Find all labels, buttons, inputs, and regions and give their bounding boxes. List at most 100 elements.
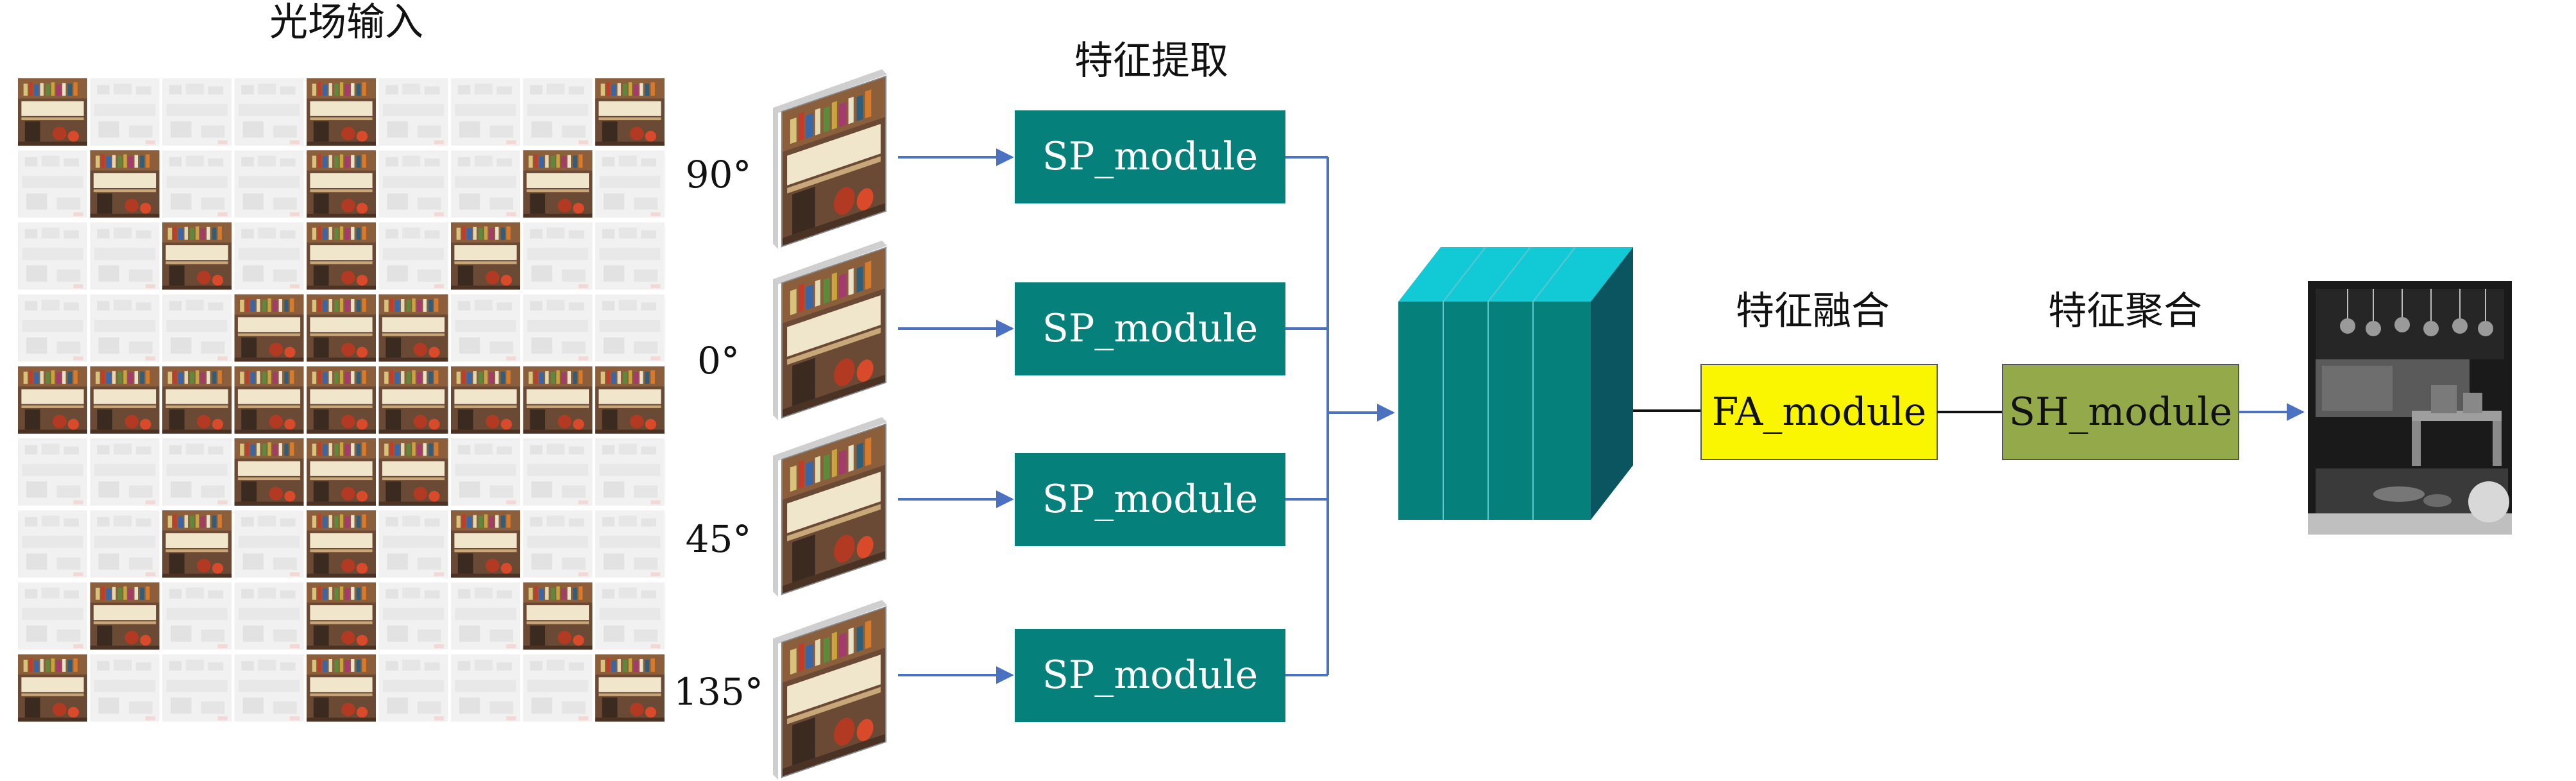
view-thumbnail-inactive — [90, 438, 160, 506]
view-thumbnail-active — [307, 366, 376, 434]
view-thumbnail-inactive — [378, 222, 448, 290]
view-thumbnail-active — [18, 366, 87, 434]
view-thumbnail-inactive — [234, 78, 304, 146]
view-thumbnail-active — [234, 294, 304, 362]
view-thumbnail-inactive — [18, 294, 87, 362]
view-thumbnail-active — [451, 366, 520, 434]
view-thumbnail-inactive — [162, 78, 232, 146]
view-thumbnail-active — [378, 438, 448, 506]
view-thumbnail-active — [307, 222, 376, 290]
view-thumbnail-inactive — [234, 510, 304, 578]
disparity-map-output — [2308, 281, 2512, 535]
view-thumbnail-active — [378, 294, 448, 362]
view-thumbnail-active — [595, 78, 665, 146]
sp-module-label: SP_module — [1042, 306, 1258, 351]
merge-connector — [1285, 156, 1329, 676]
feature-extraction-title: 特征提取 — [1074, 39, 1228, 83]
sh-module-label: SH_module — [2009, 390, 2232, 434]
view-thumbnail-active — [595, 654, 665, 722]
sp-module-label: SP_module — [1042, 653, 1258, 698]
view-thumbnail-inactive — [90, 654, 160, 722]
feature-fusion-title: 特征融合 — [1736, 289, 1890, 334]
view-thumbnail-inactive — [378, 510, 448, 578]
sh-module: SH_module — [2002, 364, 2239, 460]
view-thumbnail-inactive — [378, 582, 448, 650]
view-thumbnail-inactive — [523, 510, 593, 578]
view-thumbnail-active — [523, 366, 593, 434]
feature-volume-cube — [1398, 246, 1633, 520]
view-thumbnail-inactive — [378, 150, 448, 218]
view-thumbnail-inactive — [18, 150, 87, 218]
view-thumbnail-active — [307, 654, 376, 722]
fa-module: FA_module — [1700, 364, 1938, 460]
view-thumbnail-active — [162, 222, 232, 290]
light-field-grid — [18, 78, 665, 722]
view-thumbnail-inactive — [523, 654, 593, 722]
view-thumbnail-inactive — [234, 222, 304, 290]
sp-module-90: SP_module — [1015, 110, 1285, 203]
view-thumbnail-active — [18, 654, 87, 722]
angle-label-45: 45° — [686, 517, 752, 561]
sp-module-label: SP_module — [1042, 134, 1258, 179]
view-thumbnail-active — [378, 366, 448, 434]
view-thumbnail-inactive — [595, 222, 665, 290]
view-thumbnail-active — [307, 510, 376, 578]
angle-label-135: 135° — [674, 670, 763, 714]
fa-module-label: FA_module — [1712, 390, 1927, 434]
view-thumbnail-active — [523, 150, 593, 218]
view-thumbnail-inactive — [451, 150, 520, 218]
view-thumbnail-inactive — [18, 438, 87, 506]
view-thumbnail-active — [307, 78, 376, 146]
view-thumbnail-inactive — [90, 78, 160, 146]
epi-stacks — [773, 69, 887, 780]
epi-image-stack — [773, 69, 887, 249]
view-thumbnail-active — [234, 366, 304, 434]
epi-image-stack — [773, 600, 887, 780]
view-thumbnail-inactive — [90, 222, 160, 290]
view-thumbnail-inactive — [90, 510, 160, 578]
view-thumbnail-active — [595, 366, 665, 434]
view-thumbnail-active — [162, 510, 232, 578]
view-thumbnail-active — [90, 150, 160, 218]
angle-label-90: 90° — [686, 153, 752, 196]
view-thumbnail-inactive — [595, 510, 665, 578]
view-thumbnail-inactive — [523, 438, 593, 506]
view-thumbnail-inactive — [234, 150, 304, 218]
view-thumbnail-active — [234, 438, 304, 506]
view-thumbnail-inactive — [523, 294, 593, 362]
sp-module-135: SP_module — [1015, 629, 1285, 722]
sp-module-45: SP_module — [1015, 453, 1285, 546]
view-thumbnail-inactive — [595, 438, 665, 506]
view-thumbnail-active — [90, 582, 160, 650]
view-thumbnail-inactive — [451, 582, 520, 650]
view-thumbnail-active — [307, 582, 376, 650]
view-thumbnail-active — [307, 438, 376, 506]
view-thumbnail-inactive — [378, 78, 448, 146]
view-thumbnail-inactive — [162, 582, 232, 650]
epi-image-stack — [773, 241, 887, 420]
view-thumbnail-inactive — [523, 78, 593, 146]
view-thumbnail-inactive — [378, 654, 448, 722]
view-thumbnail-inactive — [451, 294, 520, 362]
light-field-input-title: 光场输入 — [269, 0, 423, 45]
view-thumbnail-inactive — [451, 654, 520, 722]
view-thumbnail-inactive — [162, 294, 232, 362]
view-thumbnail-active — [451, 222, 520, 290]
view-thumbnail-inactive — [162, 654, 232, 722]
epi-image-stack — [773, 417, 887, 597]
view-thumbnail-inactive — [595, 150, 665, 218]
sp-module-0: SP_module — [1015, 282, 1285, 375]
view-thumbnail-inactive — [523, 222, 593, 290]
view-thumbnail-inactive — [595, 294, 665, 362]
view-thumbnail-active — [523, 582, 593, 650]
view-thumbnail-inactive — [234, 654, 304, 722]
feature-aggregation-title: 特征聚合 — [2048, 289, 2202, 334]
view-thumbnail-active — [451, 510, 520, 578]
sp-module-label: SP_module — [1042, 477, 1258, 522]
view-thumbnail-inactive — [451, 438, 520, 506]
view-thumbnail-inactive — [162, 150, 232, 218]
view-thumbnail-inactive — [18, 222, 87, 290]
view-thumbnail-active — [162, 366, 232, 434]
view-thumbnail-active — [90, 366, 160, 434]
